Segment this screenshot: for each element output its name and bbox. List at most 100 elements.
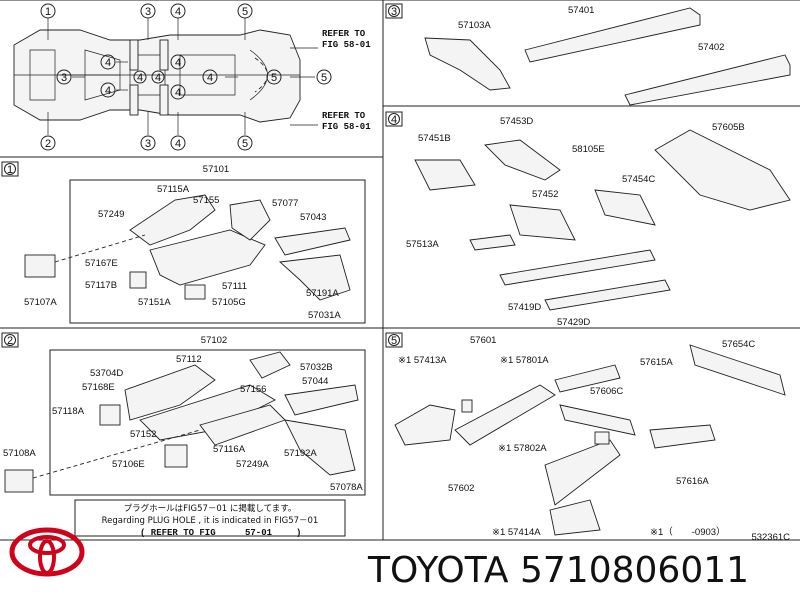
part-number: 5710806011 — [520, 550, 750, 591]
svg-text:3: 3 — [145, 6, 151, 18]
section-3-marker: 3 — [385, 3, 403, 19]
marker-3-left: 3 — [56, 69, 72, 85]
overview-ref-1-line1: REFER TO — [322, 29, 366, 39]
overview-callouts: 1 3 4 5 2 3 4 5 3 4 4 4 4 4 4 4 5 5 — [40, 3, 332, 151]
part-label: ※1 57801A — [500, 355, 549, 366]
svg-text:4: 4 — [105, 57, 111, 69]
part-label: 57605B — [712, 122, 745, 133]
section-1-labels: 57101 57115A 57155 57077 57043 57249 571… — [24, 164, 341, 321]
part-label: 57105G — [212, 297, 246, 308]
part-label: 57107A — [24, 297, 57, 308]
section-4-marker: 4 — [385, 111, 403, 127]
marker-5-bottom: 5 — [237, 135, 253, 151]
part-label: ※1 57413A — [398, 355, 447, 366]
part-label: 57111 — [222, 281, 247, 292]
part-label: 57044 — [302, 376, 328, 387]
part-label: 57616A — [676, 476, 709, 487]
svg-text:4: 4 — [155, 72, 161, 84]
marker-3-top: 3 — [140, 3, 156, 19]
part-label: 57152 — [130, 429, 156, 440]
part-label: 57043 — [300, 212, 326, 223]
marker-4-top: 4 — [170, 3, 186, 19]
svg-text:5: 5 — [242, 6, 248, 18]
marker-4-e: 4 — [170, 54, 186, 70]
part-label: 57452 — [532, 189, 558, 200]
part-label: 57102 — [201, 335, 227, 346]
svg-text:2: 2 — [45, 138, 51, 150]
svg-text:4: 4 — [175, 6, 181, 18]
part-label: ※1 57802A — [498, 443, 547, 454]
svg-text:2: 2 — [7, 335, 13, 347]
part-label: 57168E — [82, 382, 115, 393]
svg-text:4: 4 — [105, 85, 111, 97]
part-label: 57103A — [458, 20, 491, 31]
svg-text:5: 5 — [321, 72, 327, 84]
marker-1-top: 1 — [40, 3, 56, 19]
plug-hole-note-en: Regarding PLUG HOLE , it is indicated in… — [102, 516, 319, 526]
part-label: 57117B — [85, 280, 117, 291]
date-footnote: ※1（ -0903） — [650, 526, 726, 538]
svg-text:4: 4 — [207, 72, 213, 84]
doc-code: 532361C — [751, 532, 790, 543]
part-label: 57118A — [52, 406, 85, 417]
part-label: 57419D — [508, 302, 541, 313]
part-label: 57451B — [418, 133, 451, 144]
section-4-panel — [414, 129, 791, 311]
part-label: ※1 57414A — [492, 527, 541, 538]
part-label: 57078A — [330, 482, 363, 493]
svg-text:3: 3 — [145, 138, 151, 150]
marker-5-top: 5 — [237, 3, 253, 19]
part-label: 57191A — [306, 288, 339, 299]
section-5-labels: ※1 57413A 57601 ※1 57801A 57615A 57654C … — [398, 335, 790, 543]
marker-3-bottom: 3 — [140, 135, 156, 151]
section-2-marker: 2 — [1, 332, 19, 348]
svg-text:1: 1 — [45, 6, 51, 18]
overview-ref-2-line2: FIG 58-01 — [322, 122, 371, 132]
section-3-labels: 57103A 57401 57402 — [458, 5, 724, 53]
marker-2-bottom: 2 — [40, 135, 56, 151]
section-1-marker: 1 — [1, 161, 19, 177]
part-label: 57615A — [640, 357, 673, 368]
part-label: 58105E — [572, 144, 605, 155]
overview-ref-2-line1: REFER TO — [322, 111, 366, 121]
marker-4-d: 4 — [151, 70, 165, 84]
part-label: 57249A — [236, 459, 269, 470]
brand-part-number: TOYOTA 5710806011 — [368, 546, 793, 596]
part-label: 57115A — [157, 184, 190, 195]
part-label: 57192A — [284, 448, 317, 459]
part-label: 57108A — [3, 448, 36, 459]
part-label: 57112 — [176, 354, 202, 365]
marker-4-bottom: 4 — [170, 135, 186, 151]
part-label: 57155 — [193, 195, 219, 206]
section-4-labels: 57451B 57453D 58105E 57605B 57454C 57452… — [406, 116, 745, 328]
svg-text:3: 3 — [61, 72, 67, 84]
marker-4-c: 4 — [133, 70, 147, 84]
marker-4-g: 4 — [202, 69, 218, 85]
part-label: 57077 — [272, 198, 298, 209]
svg-text:1: 1 — [7, 164, 13, 176]
part-label: 57101 — [203, 164, 229, 175]
part-label: 57429D — [557, 317, 590, 328]
section-2-labels: 57102 57112 53704D 57168E 57118A 57152 5… — [3, 335, 363, 538]
marker-5-right: 5 — [316, 69, 332, 85]
plug-hole-note-ref-code: 57-01 — [245, 528, 273, 538]
plug-hole-note-ref-close: ) — [296, 528, 301, 538]
part-label: 57453D — [500, 116, 533, 127]
part-label: 57602 — [448, 483, 474, 494]
svg-text:4: 4 — [175, 57, 181, 69]
part-label: 57454C — [622, 174, 655, 185]
toyota-logo-icon — [9, 527, 85, 577]
section-3-panel — [424, 7, 791, 106]
part-label: 57106E — [112, 459, 145, 470]
svg-text:3: 3 — [391, 6, 397, 18]
part-label: 57167E — [85, 258, 118, 269]
part-label: 57513A — [406, 239, 439, 250]
section-2-panel — [4, 349, 366, 537]
part-label: 57402 — [698, 42, 724, 53]
part-label: 57151A — [138, 297, 171, 308]
plug-hole-note-jp: プラグホールはFIG57－01 に掲載してます。 — [124, 503, 297, 514]
part-label: 57116A — [213, 444, 246, 455]
marker-4-b: 4 — [100, 82, 116, 98]
marker-4-f: 4 — [170, 84, 186, 100]
